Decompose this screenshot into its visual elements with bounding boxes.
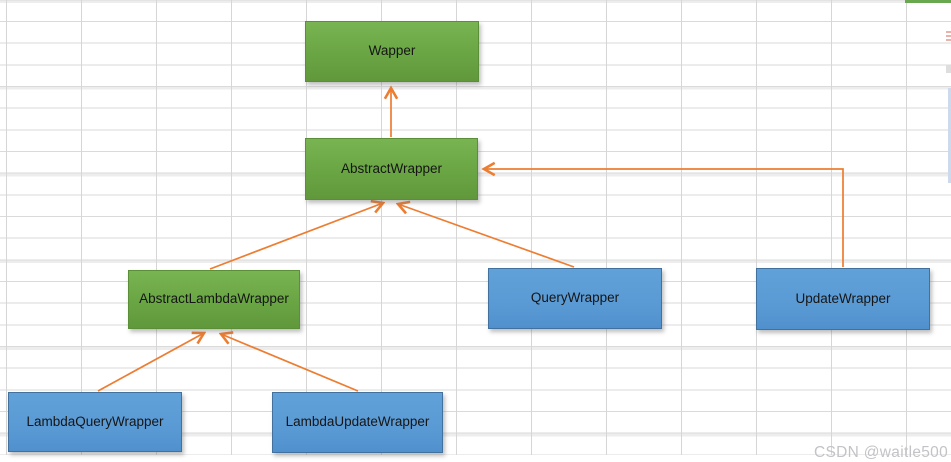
node-abstract-lambda-wrapper-label: AbstractLambdaWrapper [139,291,289,307]
node-query-wrapper-label: QueryWrapper [530,290,620,306]
node-wapper[interactable]: Wapper [305,21,479,82]
node-abstract-wrapper[interactable]: AbstractWrapper [305,138,478,200]
screen-edge-artifact-gray [946,65,951,73]
edge-lambdaupdatewrapper-to-abstractlambdawrapper[interactable] [221,334,359,392]
edge-lambdaquerywrapper-to-abstractlambdawrapper[interactable] [97,333,204,392]
node-query-wrapper[interactable]: QueryWrapper [488,268,662,329]
node-update-wrapper[interactable]: UpdateWrapper [756,268,930,330]
screen-edge-artifact-blue [948,88,951,183]
watermark: CSDN @waitle500 [814,444,948,461]
node-abstract-wrapper-label: AbstractWrapper [340,160,443,176]
top-right-green-line [905,0,951,3]
node-lambda-update-wrapper[interactable]: LambdaUpdateWrapper [272,392,443,453]
node-update-wrapper-label: UpdateWrapper [795,290,891,306]
edge-abstractlambdawrapper-to-abstractwrapper[interactable] [209,203,383,270]
edge-updatewrapper-to-abstractwrapper[interactable] [484,169,844,267]
edge-querywrapper-to-abstractwrapper[interactable] [398,204,575,268]
node-lambda-query-wrapper-label: LambdaQueryWrapper [26,413,164,429]
node-lambda-query-wrapper[interactable]: LambdaQueryWrapper [8,392,182,452]
node-lambda-update-wrapper-label: LambdaUpdateWrapper [285,414,430,430]
node-abstract-lambda-wrapper[interactable]: AbstractLambdaWrapper [128,270,300,329]
node-wapper-label: Wapper [368,43,416,59]
screen-edge-artifact-red [946,31,951,41]
